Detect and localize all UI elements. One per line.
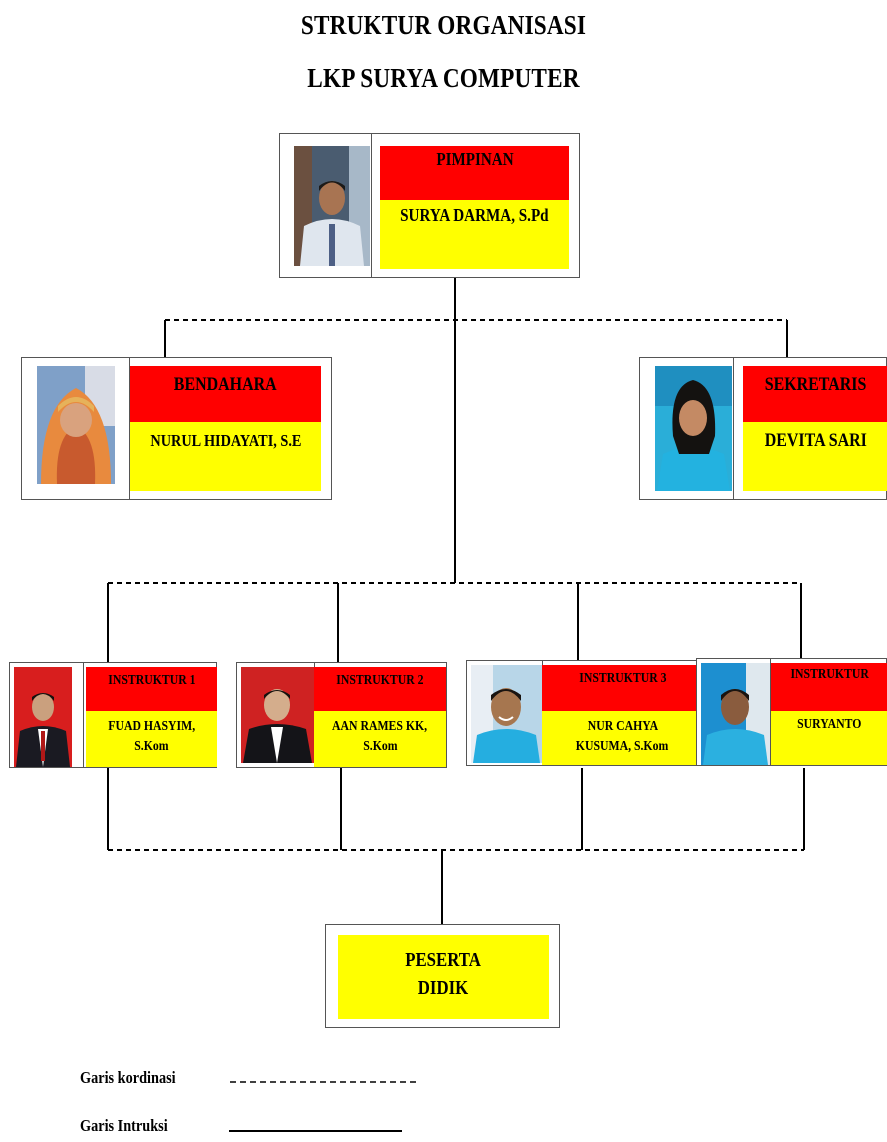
bendahara-name-label: NURUL HIDAYATI, S.E — [130, 422, 321, 491]
chart-subtitle: LKP SURYA COMPUTER — [307, 63, 580, 93]
instruktur-4-role-label: INSTRUKTUR — [771, 663, 887, 711]
pimpinan-box: PIMPINAN SURYA DARMA, S.Pd — [279, 133, 580, 278]
pimpinan-role-label: PIMPINAN — [380, 146, 569, 200]
sekretaris-name-label: DEVITA SARI — [743, 422, 887, 491]
instruktur-1-name-label: FUAD HASYIM,S.Kom — [86, 711, 217, 767]
legend-instruksi-label: Garis Intruksi — [80, 1116, 168, 1135]
man-in-cyan-shirt-photo-icon — [471, 665, 542, 763]
man-in-shirt-and-tie-photo-icon — [294, 146, 370, 266]
legend-koordinasi-label: Garis kordinasi — [80, 1068, 176, 1087]
bendahara-role-label: BENDAHARA — [130, 366, 321, 422]
instruktur-2-name-label: AAN RAMES KK,S.Kom — [314, 711, 446, 767]
sekretaris-box: SEKRETARIS DEVITA SARI — [639, 357, 887, 500]
woman-in-hijab-photo-icon — [37, 366, 115, 484]
instruktur-2-role-label: INSTRUKTUR 2 — [314, 667, 446, 711]
instruktur-4-name-label: SURYANTO — [771, 711, 887, 765]
man-in-suit-red-background-photo-icon — [14, 667, 72, 767]
pimpinan-name-label: SURYA DARMA, S.Pd — [380, 200, 569, 269]
instruktur-1-box: INSTRUKTUR 1 FUAD HASYIM,S.Kom — [9, 662, 217, 768]
chart-title: STRUKTUR ORGANISASI — [300, 10, 587, 40]
man-in-suit-red-background-photo-icon — [241, 667, 314, 763]
instruktur-4-box: INSTRUKTUR SURYANTO — [696, 658, 887, 766]
sekretaris-role-label: SEKRETARIS — [743, 366, 887, 422]
instruktur-3-role-label: INSTRUKTUR 3 — [542, 665, 703, 711]
bendahara-box: BENDAHARA NURUL HIDAYATI, S.E — [21, 357, 332, 500]
instruktur-1-role-label: INSTRUKTUR 1 — [86, 667, 217, 711]
man-in-cyan-shirt-photo-icon — [701, 663, 770, 765]
instruktur-2-box: INSTRUKTUR 2 AAN RAMES KK,S.Kom — [236, 662, 447, 768]
woman-in-cyan-shirt-photo-icon — [655, 366, 732, 491]
